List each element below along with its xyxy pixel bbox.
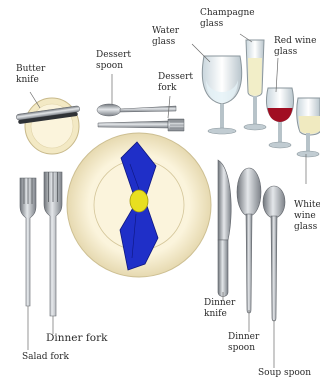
champagne-glass-label-line1: Champagne	[200, 8, 255, 19]
salad-fork-label: Salad fork	[22, 352, 69, 363]
red-wine-glass-label-line1: Red wine	[274, 36, 316, 47]
dinner-knife-icon	[218, 160, 231, 297]
red-wine-glass-icon	[267, 88, 294, 148]
water-glass-icon	[202, 56, 241, 134]
water-glass-label-line2: glass	[152, 37, 179, 48]
dinner-fork-icon	[44, 172, 62, 316]
white-wine-glass-label-line2: wine	[294, 211, 320, 222]
dinner-spoon-label: Dinner spoon	[228, 332, 259, 354]
white-wine-glass-label-line3: glass	[294, 222, 320, 233]
dessert-spoon-label: Dessert spoon	[96, 50, 131, 72]
water-glass-label-line1: Water	[152, 26, 179, 37]
dinner-knife-label-line2: knife	[204, 309, 235, 320]
soup-spoon-label: Soup spoon	[258, 368, 311, 379]
dinner-knife-label-line1: Dinner	[204, 298, 235, 309]
champagne-glass-label-line2: glass	[200, 19, 255, 30]
dessert-fork-icon	[98, 119, 184, 131]
red-wine-glass-label-line2: glass	[274, 47, 316, 58]
red-wine-glass-label: Red wine glass	[274, 36, 316, 58]
butter-knife-label-line1: Butter	[16, 64, 45, 75]
dessert-spoon-icon	[97, 104, 176, 116]
dessert-fork-label: Dessert fork	[158, 72, 193, 94]
white-wine-glass-label: White wine glass	[294, 200, 320, 233]
dinner-spoon-icon	[237, 168, 261, 313]
champagne-glass-icon	[244, 40, 266, 130]
dinner-spoon-label-line1: Dinner	[228, 332, 259, 343]
dessert-fork-label-line1: Dessert	[158, 72, 193, 83]
dessert-spoon-label-line1: Dessert	[96, 50, 131, 61]
butter-knife-label: Butter knife	[16, 64, 45, 86]
dinner-fork-label: Dinner fork	[46, 332, 107, 344]
dessert-spoon-label-line2: spoon	[96, 61, 131, 72]
salad-fork-icon	[20, 178, 36, 306]
butter-knife-label-line2: knife	[16, 75, 45, 86]
white-wine-glass-label-line1: White	[294, 200, 320, 211]
dinner-spoon-label-line2: spoon	[228, 343, 259, 354]
dinner-knife-label: Dinner knife	[204, 298, 235, 320]
butter-plate-icon	[25, 98, 79, 154]
white-wine-glass-icon	[297, 98, 320, 157]
soup-spoon-icon	[263, 186, 285, 321]
dessert-fork-label-line2: fork	[158, 83, 193, 94]
champagne-glass-label: Champagne glass	[200, 8, 255, 30]
water-glass-label: Water glass	[152, 26, 179, 48]
